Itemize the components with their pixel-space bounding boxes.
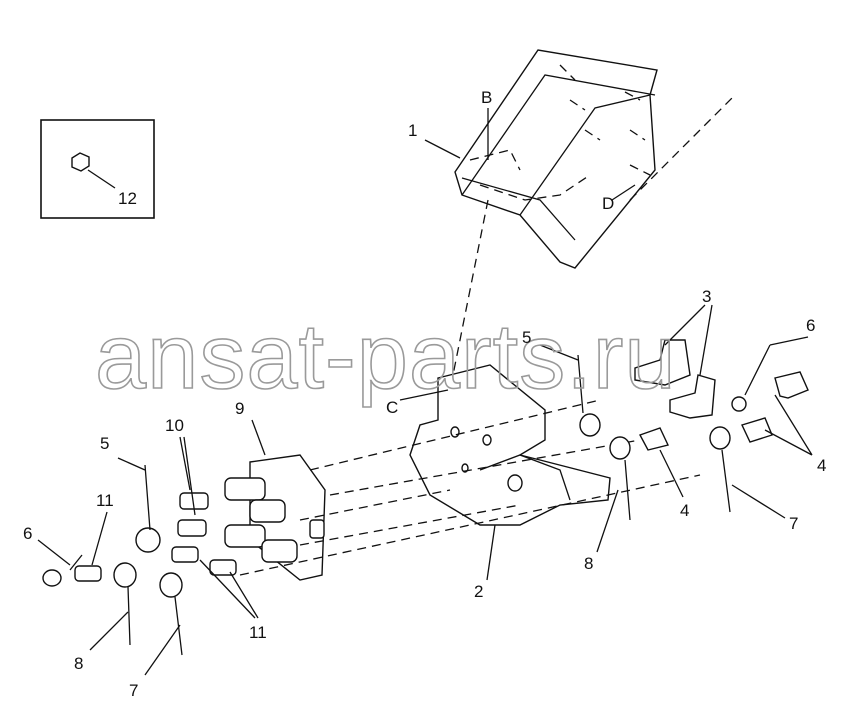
callout-D: D <box>602 194 614 213</box>
guide-line-C <box>447 199 489 401</box>
callout-B: B <box>481 88 492 107</box>
callout-11: 11 <box>96 491 114 510</box>
callout-4: 4 <box>817 456 826 475</box>
leader-lines <box>37 139 813 676</box>
callout-3: 3 <box>702 287 711 306</box>
cover-part-1 <box>454 49 658 269</box>
inset-box-part-12: 12 <box>40 119 155 219</box>
guide-line-D <box>629 94 736 201</box>
callout-10: 10 <box>165 416 184 435</box>
callout-6: 6 <box>806 316 815 335</box>
callout-7: 7 <box>129 681 138 700</box>
callout-9: 9 <box>235 399 244 418</box>
callout-1: 1 <box>408 121 417 140</box>
callout-11: 11 <box>249 623 267 642</box>
right-fittings <box>577 339 809 521</box>
manifold-part-9 <box>224 454 326 581</box>
callout-8: 8 <box>584 554 593 573</box>
callout-12: 12 <box>118 189 137 208</box>
callout-2: 2 <box>474 582 483 601</box>
callout-5: 5 <box>100 434 109 453</box>
watermark: ansat-parts.ru <box>95 306 677 408</box>
callout-5: 5 <box>522 328 531 347</box>
callout-8: 8 <box>74 654 83 673</box>
callout-6: 6 <box>23 524 32 543</box>
callout-4: 4 <box>680 501 689 520</box>
fittings <box>42 464 237 656</box>
callout-C: C <box>386 398 398 417</box>
bracket-part-2 <box>409 364 611 526</box>
callout-7: 7 <box>789 514 798 533</box>
